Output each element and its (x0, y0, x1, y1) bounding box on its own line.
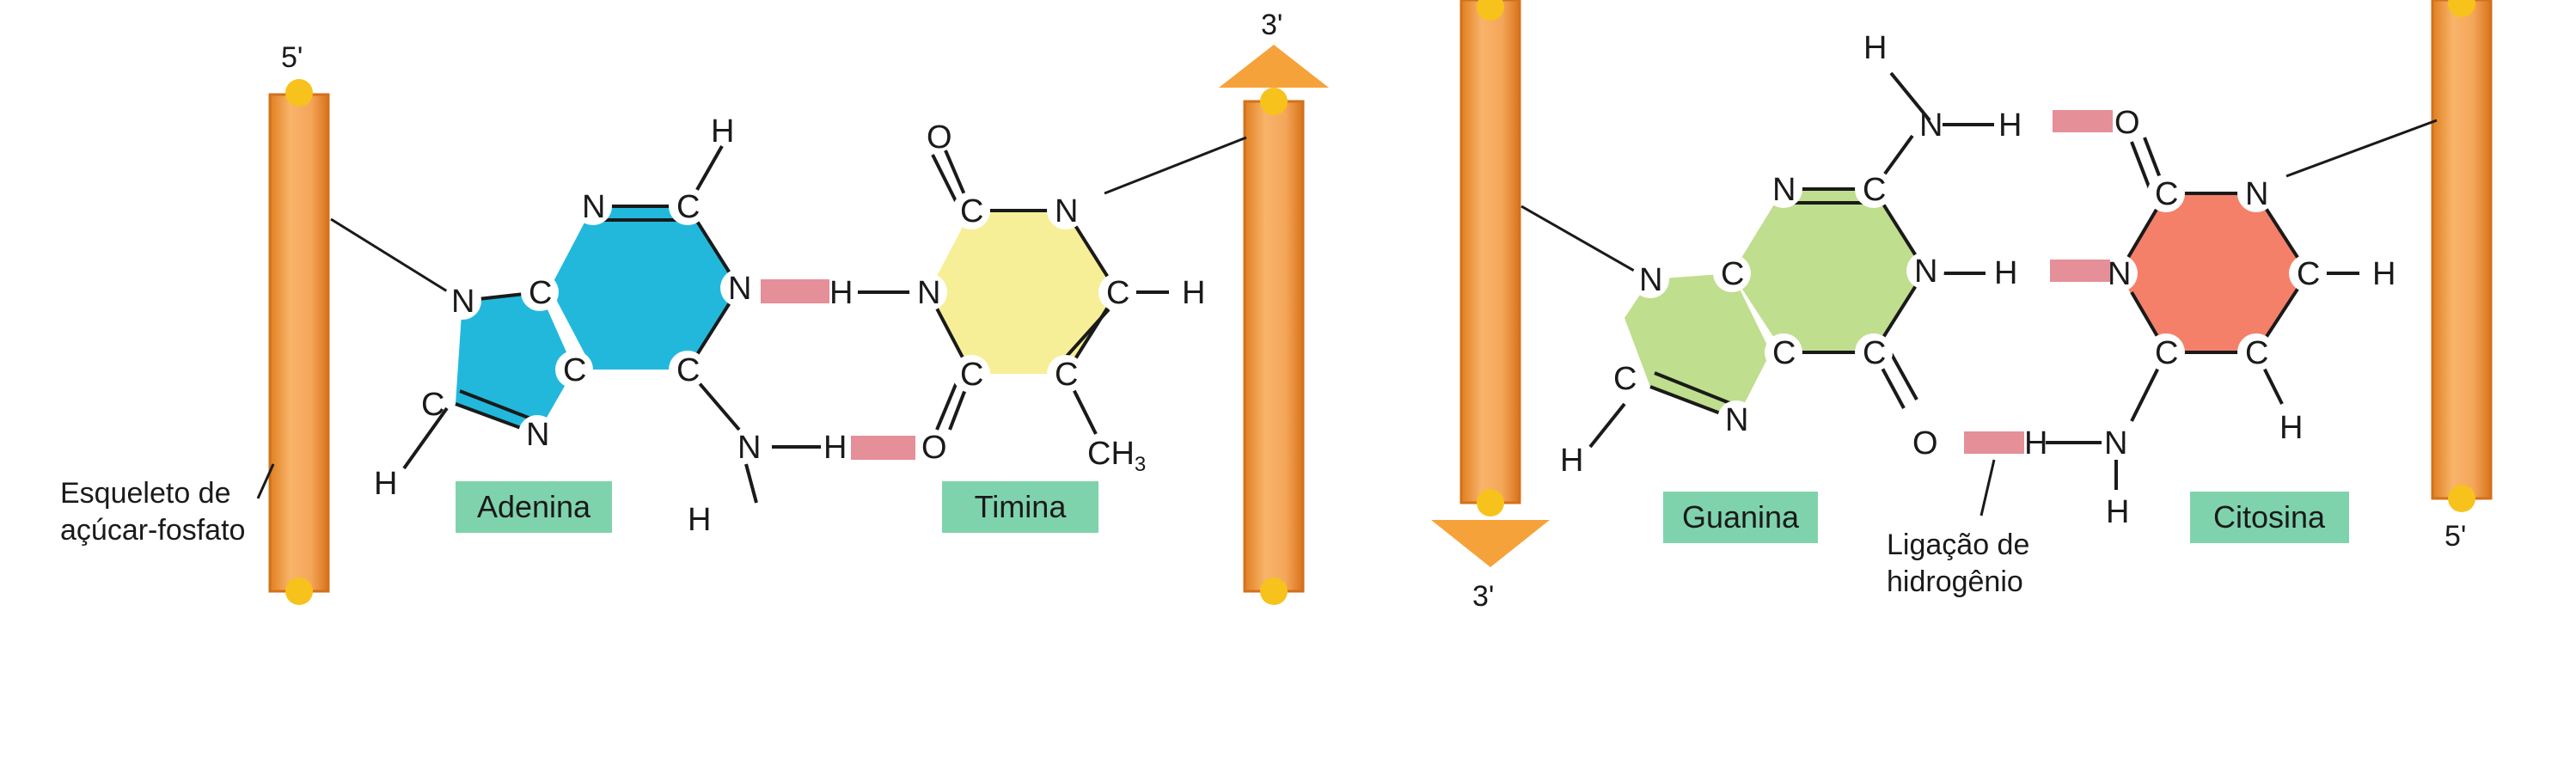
thymine-label: Timina (975, 489, 1068, 524)
atom-c: C (2297, 256, 2320, 292)
atom-c: C (676, 189, 700, 225)
atom-c: C (2155, 176, 2178, 212)
atom-h: H (1998, 107, 2022, 144)
atom-n: N (917, 275, 940, 311)
adenine-thymine-pair: 5' 3' Esqueleto de açúcar-fosfato (60, 9, 1329, 605)
atom-n: N (451, 284, 474, 320)
atom-h: H (823, 430, 847, 466)
five-prime-label-bottom: 5' (2444, 520, 2466, 553)
three-prime-label-top: 3' (1261, 9, 1282, 41)
guanine-six-ring (1732, 189, 1925, 352)
guanine-five-ring (1625, 273, 1771, 419)
atom-c: C (2245, 335, 2268, 371)
atom-c: C (676, 352, 700, 388)
atom-n: N (2245, 176, 2268, 212)
right-backbone-strand-2 (2431, 0, 2493, 512)
adenine-label: Adenina (477, 489, 591, 524)
atom-n: N (737, 430, 761, 466)
atom-c: C (1721, 256, 1744, 292)
atom-h: H (2024, 425, 2047, 461)
atom-o: O (1912, 425, 1938, 461)
left-backbone-strand (268, 79, 330, 605)
thymine-tag (942, 481, 1098, 533)
atom-h: H (2106, 494, 2129, 530)
hydrogen-bond-top-left (761, 279, 829, 303)
atom-h: H (1863, 30, 1887, 66)
atom-n: N (1639, 262, 1662, 298)
atom-c: C (1863, 172, 1886, 208)
atom-n: N (2108, 256, 2131, 292)
atom-h: H (711, 113, 734, 150)
atom-n: N (582, 189, 605, 225)
atom-n: N (728, 271, 751, 307)
hydrogen-bond-bottom (1964, 431, 2024, 454)
atom-c: C (2155, 335, 2178, 371)
cytosine-ring (2119, 193, 2308, 352)
hydrogen-bond-top (2053, 110, 2113, 132)
atom-h: H (688, 502, 711, 538)
atom-c: C (1863, 335, 1886, 371)
atom-c: C (1772, 335, 1796, 371)
guanine-label: Guanina (1682, 499, 1800, 535)
backbone-label-line2: açúcar-fosfato (60, 514, 245, 547)
atom-n: N (1772, 172, 1796, 208)
atom-h: H (1182, 275, 1205, 311)
atom-h: H (1560, 443, 1583, 479)
atom-c: C (960, 193, 983, 229)
hbond-label-line2: hidrogênio (1887, 565, 2023, 598)
adenine-six-ring (550, 206, 739, 370)
atom-n: N (2104, 425, 2127, 461)
atom-n: N (1055, 193, 1078, 229)
cytosine-tag (2190, 492, 2349, 543)
up-arrow-icon (1219, 45, 1329, 88)
five-prime-label: 5' (281, 41, 303, 74)
left-backbone-strand-2 (1431, 0, 1550, 567)
atom-c: C (421, 387, 444, 423)
adenine-tag (456, 481, 612, 533)
atom-h: H (1994, 255, 2017, 291)
atom-c: C (563, 352, 586, 388)
thymine-ring (928, 211, 1117, 374)
atom-o: O (2114, 105, 2140, 141)
right-backbone-strand (1219, 45, 1329, 605)
atom-c: C (960, 357, 983, 393)
adenine-five-ring (456, 292, 574, 434)
three-prime-label-bottom: 3' (1472, 580, 1494, 613)
atom-n: N (1919, 107, 1943, 144)
atom-h: H (2372, 256, 2395, 292)
guanine-cytosine-pair: 3' 5' (1431, 0, 2493, 613)
atom-n: N (1725, 402, 1748, 438)
methyl-group: CH3 (1087, 436, 1146, 476)
hydrogen-bond-middle (2050, 260, 2110, 282)
atom-n: N (1914, 254, 1937, 290)
atom-c: C (1613, 361, 1637, 397)
guanine-tag (1663, 492, 1818, 543)
atom-n: N (526, 417, 549, 453)
atom-c: C (1106, 275, 1129, 311)
atom-c: C (1055, 357, 1078, 393)
atom-o: O (921, 430, 947, 466)
backbone-label-line1: Esqueleto de (60, 477, 231, 510)
atom-h: H (2279, 410, 2303, 446)
atom-o: O (927, 119, 952, 156)
hbond-label-line1: Ligação de (1887, 529, 2029, 561)
down-arrow-icon (1431, 520, 1550, 567)
cytosine-label: Citosina (2213, 499, 2326, 535)
atom-h: H (374, 466, 397, 502)
atom-c: C (529, 275, 552, 311)
hydrogen-bond-bottom-left (851, 436, 915, 460)
atom-h: H (829, 275, 853, 311)
